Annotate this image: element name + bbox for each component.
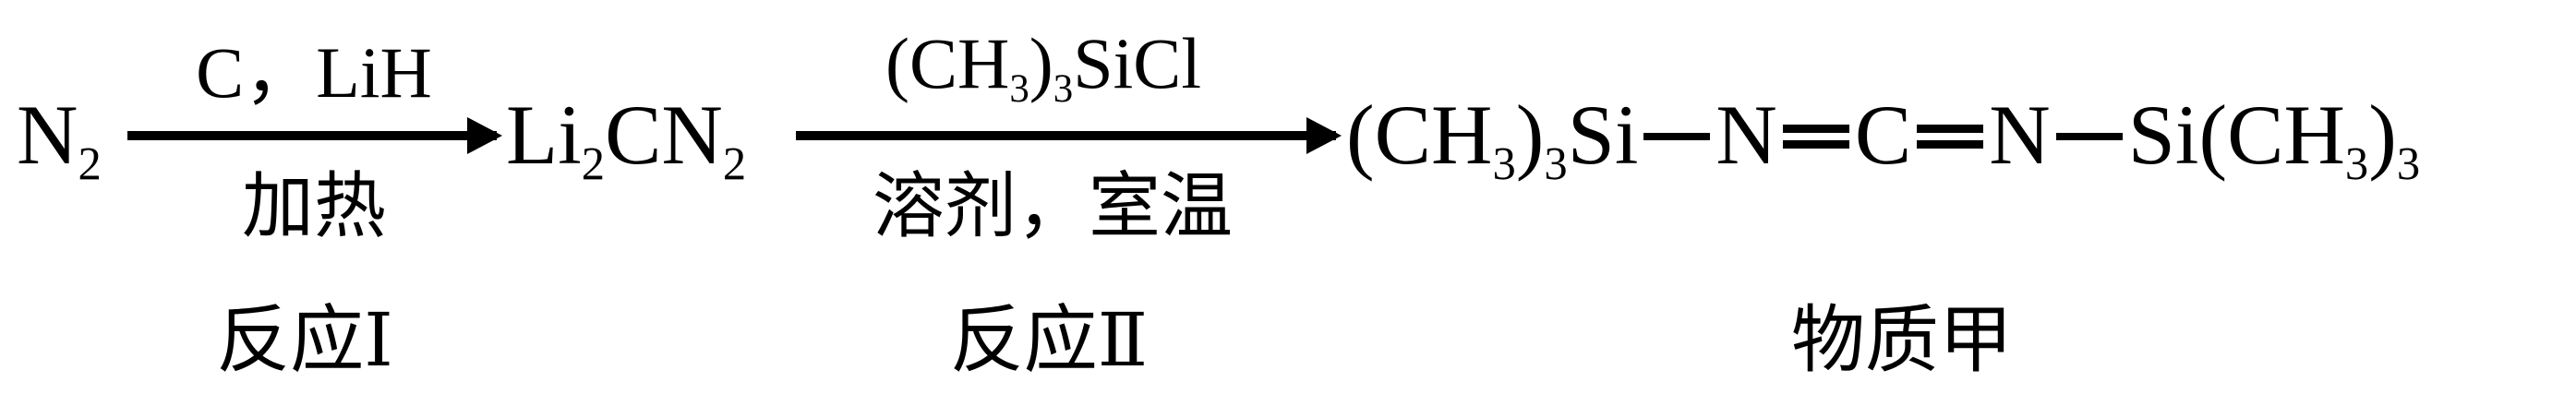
- reaction2-label: 反应Ⅱ: [949, 301, 1149, 382]
- text: SiCl: [1073, 23, 1201, 103]
- n-symbol: N: [1989, 88, 2051, 182]
- reaction2-reagent-above: (CH3)3SiCl: [885, 28, 1201, 109]
- reaction1-conditions-below: 加热: [241, 166, 387, 246]
- li-symbol: Li: [506, 88, 582, 182]
- text: (CH: [2198, 88, 2345, 182]
- text: (CH: [885, 23, 1010, 103]
- text: ): [1515, 88, 1545, 182]
- subscript: 2: [78, 137, 102, 190]
- text: ): [2368, 88, 2397, 182]
- subscript: 3: [1009, 67, 1029, 111]
- reaction2-conditions-below: 溶剂，室温: [872, 166, 1234, 246]
- subscript: 3: [2344, 137, 2369, 190]
- reaction1-label: 反应Ⅰ: [216, 301, 393, 382]
- subscript: 3: [1053, 67, 1074, 111]
- cn-symbol: CN: [605, 88, 723, 182]
- subscript: 2: [581, 137, 606, 190]
- subscript: 3: [2396, 137, 2421, 190]
- text: ): [1029, 23, 1053, 103]
- double-bond: [1917, 124, 1984, 149]
- reactant-n2: N2: [17, 92, 102, 187]
- si-symbol: Si: [1567, 88, 1639, 182]
- n-symbol: N: [17, 88, 78, 182]
- n-symbol: N: [1715, 88, 1777, 182]
- reaction1-conditions-above: C，LiH: [196, 32, 432, 113]
- single-bond: [1643, 132, 1711, 140]
- subscript: 3: [1492, 137, 1516, 190]
- subscript: 3: [1544, 137, 1568, 190]
- text: (CH: [1346, 88, 1493, 182]
- subscript: 2: [722, 137, 747, 190]
- product-label: 物质甲: [1791, 301, 2013, 382]
- single-bond: [2055, 132, 2123, 140]
- double-bond: [1782, 124, 1849, 149]
- intermediate-li2cn2: Li2CN2: [506, 92, 746, 187]
- c-symbol: C: [1854, 88, 1912, 182]
- reaction1-arrow: [127, 117, 502, 154]
- reaction2-arrow: [796, 117, 1342, 154]
- si-symbol: Si: [2127, 88, 2199, 182]
